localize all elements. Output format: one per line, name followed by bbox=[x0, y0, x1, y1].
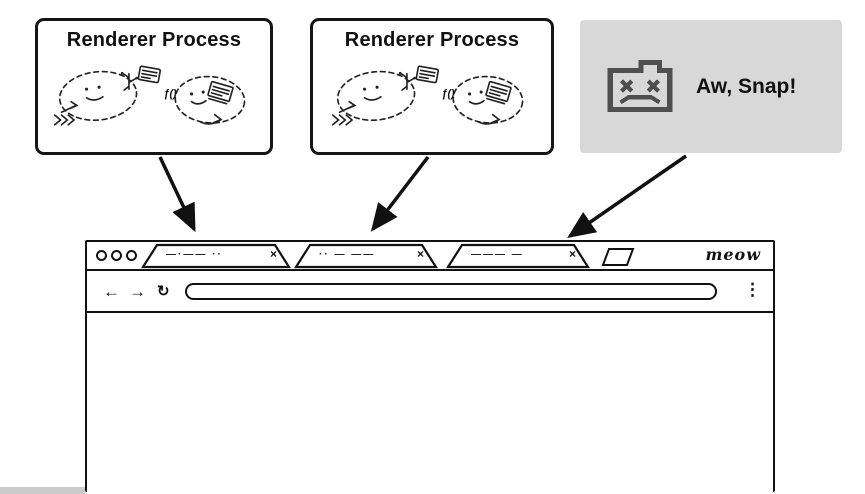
arrow-to-tab-1 bbox=[158, 156, 196, 233]
arrow-to-tab-2 bbox=[370, 155, 430, 232]
forward-icon[interactable]: → bbox=[129, 281, 146, 301]
browser-window: —·—— ·· × ·· — —— × ——— — × meow bbox=[85, 240, 775, 493]
renderer-doodle bbox=[326, 54, 538, 132]
tab-strip: —·—— ·· × ·· — —— × ——— — × meow bbox=[87, 242, 773, 271]
arrow-to-tab-3 bbox=[567, 154, 687, 238]
tab-shape bbox=[140, 243, 292, 269]
new-tab-button[interactable] bbox=[599, 247, 637, 267]
x-eye-icon bbox=[620, 78, 634, 93]
aw-snap-box: Aw, Snap! bbox=[580, 20, 842, 153]
aw-snap-title: Aw, Snap! bbox=[696, 74, 797, 98]
renderer-process-box-2: Renderer Process bbox=[310, 18, 554, 155]
tab-shape bbox=[445, 243, 591, 269]
tab-3[interactable]: ——— — × bbox=[445, 242, 591, 269]
tab-close-icon[interactable]: × bbox=[269, 247, 277, 261]
tab-title-scribble: —·—— ·· bbox=[166, 249, 223, 260]
window-button-icon[interactable] bbox=[111, 250, 122, 261]
tab-2[interactable]: ·· — —— × bbox=[293, 242, 439, 269]
window-button-icon[interactable] bbox=[96, 250, 107, 261]
window-controls bbox=[96, 250, 137, 261]
x-eye-icon bbox=[646, 78, 660, 93]
aw-snap-sad-folder-icon bbox=[607, 59, 673, 112]
reload-icon[interactable]: ↻ bbox=[157, 282, 170, 300]
tab-close-icon[interactable]: × bbox=[568, 247, 576, 261]
renderer-process-title: Renderer Process bbox=[344, 29, 520, 51]
window-button-icon[interactable] bbox=[126, 250, 137, 261]
tab-title-scribble: ·· — —— bbox=[319, 249, 376, 260]
renderer-doodle bbox=[48, 54, 260, 132]
page-content-area bbox=[87, 313, 773, 493]
renderer-process-title: Renderer Process bbox=[66, 29, 242, 51]
tab-shape bbox=[293, 243, 439, 269]
overflow-menu-icon[interactable]: ⋮ bbox=[744, 280, 761, 299]
back-icon[interactable]: ← bbox=[103, 281, 120, 301]
url-bar[interactable] bbox=[184, 282, 717, 300]
tab-1[interactable]: —·—— ·· × bbox=[140, 242, 292, 269]
bottom-strip bbox=[0, 487, 85, 494]
navigation-bar: ← → ↻ ⋮ bbox=[87, 271, 773, 313]
renderer-process-box-1: Renderer Process bbox=[35, 18, 273, 155]
tab-close-icon[interactable]: × bbox=[416, 247, 424, 261]
frown-icon bbox=[619, 94, 661, 104]
tab-title-scribble: ——— — bbox=[471, 249, 524, 260]
brand-label: meow bbox=[705, 245, 761, 264]
